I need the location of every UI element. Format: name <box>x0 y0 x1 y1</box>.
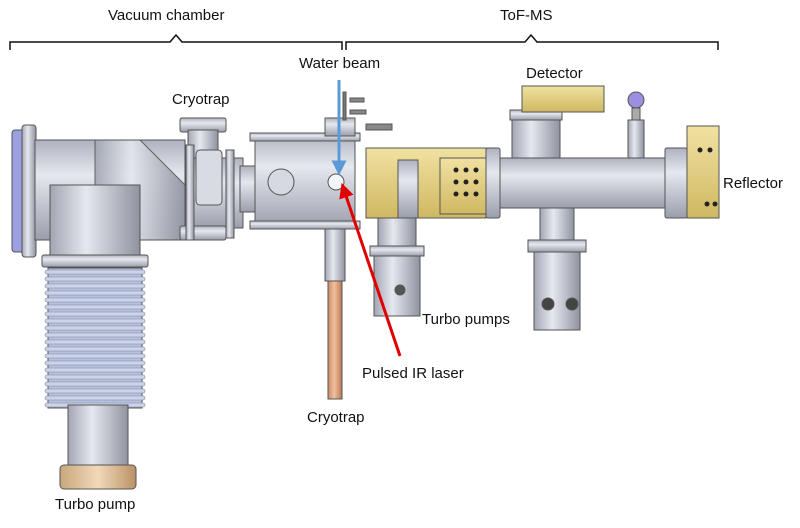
tof-ms-bracket <box>345 33 719 50</box>
label-vacuum-chamber: Vacuum chamber <box>108 7 225 24</box>
vacuum-chamber <box>11 91 393 490</box>
label-cryotrap-bottom: Cryotrap <box>307 409 365 426</box>
label-pulsed-ir-laser: Pulsed IR laser <box>362 365 464 382</box>
turbo-pump-2 <box>533 251 581 331</box>
turbo-pump-base <box>59 464 137 490</box>
detector-box <box>521 85 605 113</box>
vacuum-chamber-bracket <box>9 33 343 50</box>
label-tof-ms: ToF-MS <box>500 7 553 24</box>
label-turbo-pumps: Turbo pumps <box>422 311 510 328</box>
label-reflector: Reflector <box>723 175 784 192</box>
tof-ms <box>365 85 720 331</box>
flight-tube <box>485 157 667 209</box>
label-detector: Detector <box>526 65 583 82</box>
cryotrap-rod <box>327 280 343 400</box>
label-water-beam: Water beam <box>299 55 381 72</box>
label-cryotrap-top: Cryotrap <box>172 91 230 108</box>
laser-arrow <box>339 182 402 357</box>
label-turbo-pump: Turbo pump <box>55 496 136 513</box>
bellows <box>44 267 146 409</box>
